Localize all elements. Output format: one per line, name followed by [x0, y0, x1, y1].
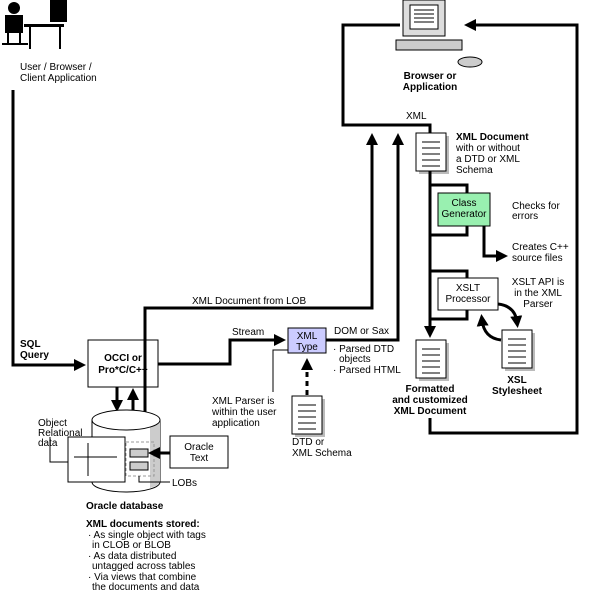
dom-sax-label: DOM or Sax [334, 326, 389, 337]
sql-query-arrow [11, 90, 86, 371]
lobs-label: LOBs [172, 478, 197, 489]
browser-xml-line [341, 23, 432, 133]
browser-computer-icon [395, 0, 483, 68]
stream-label: Stream [232, 327, 264, 338]
object-relational-table-icon [67, 436, 126, 483]
creates-cpp-label: Creates C++source files [512, 242, 569, 264]
lobs-callout [138, 476, 170, 483]
xslt-loop [430, 269, 469, 321]
lobs-area [125, 441, 155, 477]
dtd-document-icon [291, 395, 326, 438]
user-label: User / Browser /Client Application [20, 62, 97, 84]
parser-callout-line [272, 349, 288, 392]
formatted-document-icon [415, 339, 450, 382]
stylesheet-to-xslt-arrow [476, 314, 502, 342]
oracle-database-title: Oracle database [86, 501, 164, 512]
object-relational-callout [49, 437, 68, 463]
class-generator-loop [430, 183, 469, 237]
creates-cpp-arrow [482, 226, 508, 262]
xml-stored-title: XML documents stored: [86, 519, 200, 530]
xml-from-lob-arrow [143, 133, 378, 412]
oracle-text-box [169, 435, 229, 469]
xml-stored-list: · As single object with tags in CLOB or … [88, 530, 209, 593]
xml-type-box [287, 327, 327, 354]
dom-sax-arrow [326, 133, 404, 342]
xml-from-lob-label: XML Document from LOB [192, 296, 306, 307]
xsl-stylesheet-icon [501, 329, 536, 372]
xslt-processor-box [437, 277, 499, 311]
lob-item [129, 448, 149, 458]
xml-document-icon [415, 132, 450, 175]
class-generator-box [437, 192, 491, 227]
xslt-to-stylesheet-arrow [497, 302, 523, 328]
lob-item [129, 461, 149, 471]
stream-arrow [158, 334, 286, 366]
xml-label: XML [406, 111, 427, 122]
return-to-browser-arrow [428, 19, 579, 435]
user-computer-icon [2, 0, 67, 49]
